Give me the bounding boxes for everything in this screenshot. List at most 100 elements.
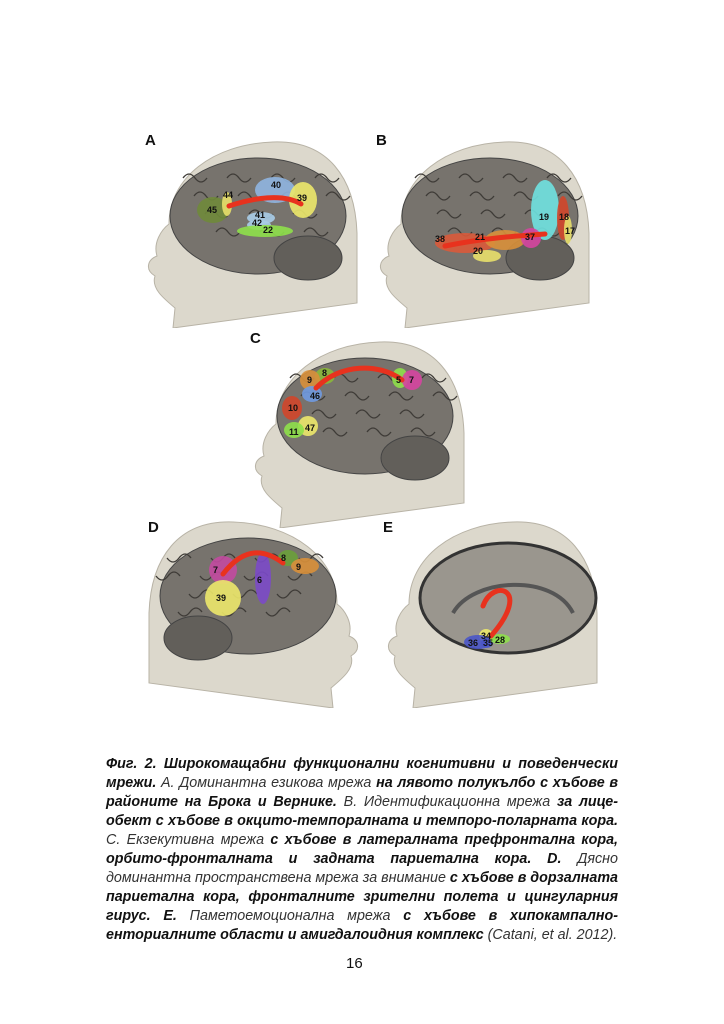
gyrus-line	[399, 409, 425, 419]
brodmann-area-label: 19	[539, 212, 549, 222]
figure-caption: Фиг. 2. Широкомащабни функционални когни…	[106, 755, 618, 945]
caption-segment: с хъбове в хипокампално-енториалните обл…	[106, 908, 618, 944]
gyrus-line	[303, 227, 329, 237]
cortical-region	[282, 396, 302, 420]
cortical-region	[564, 216, 572, 244]
caption-segment: с хъбове в дорзалната париетална кора, ф…	[106, 870, 618, 925]
gyrus-line	[480, 209, 506, 219]
brodmann-area-label: 6	[257, 575, 262, 585]
gyrus-line	[166, 553, 192, 563]
gyrus-line	[557, 191, 583, 201]
cortical-region	[402, 370, 422, 390]
gyrus-line	[311, 409, 337, 419]
gyrus-line	[458, 173, 484, 183]
brodmann-area-label: 28	[495, 635, 505, 645]
brodmann-area-label: 9	[307, 375, 312, 385]
gyrus-line	[322, 427, 348, 437]
brodmann-area-label: 8	[322, 368, 327, 378]
cortical-region	[473, 250, 501, 262]
cortical-region	[255, 552, 271, 604]
brain-figure: 19 18 17 38 21 37 20	[380, 141, 590, 328]
brain-image-face-object-network: 19 18 17 38 21 37 20	[375, 138, 590, 328]
gyrus-line	[410, 427, 436, 437]
cerebellum	[380, 435, 450, 481]
panel-label-c: C	[250, 330, 261, 347]
gyrus-line	[314, 173, 340, 183]
caption-segment: А. Доминантна езикова мрежа	[156, 775, 377, 792]
gyrus-line	[425, 191, 451, 201]
gyrus-line	[388, 391, 414, 401]
caption-segment: Паметоемоционална мрежа	[176, 908, 404, 925]
cortical-region	[291, 558, 319, 574]
gyrus-line	[546, 173, 572, 183]
gyrus-line	[270, 173, 296, 183]
cortical-region	[197, 197, 229, 223]
brodmann-area-label: 47	[305, 423, 315, 433]
brodmann-area-label: 8	[281, 553, 286, 563]
panel-label-a: A	[145, 132, 156, 149]
white-matter-tract	[442, 231, 548, 249]
brodmann-area-label: 39	[216, 593, 226, 603]
gyrus-line	[182, 173, 208, 183]
gyrus-line	[432, 391, 458, 401]
cortical-region	[237, 225, 293, 237]
brain-figure: 7 39 6 89	[148, 521, 358, 708]
brodmann-area-label: 21	[475, 232, 485, 242]
cortical-region	[531, 180, 559, 240]
gyrus-line	[414, 173, 440, 183]
caption-segment: на лявото полукълбо с хъбове в районите …	[106, 775, 618, 811]
brodmann-area-label: 20	[473, 246, 483, 256]
brodmann-area-label: 38	[435, 234, 445, 244]
brodmann-area-label: 45	[207, 205, 217, 215]
gyrus-line	[276, 589, 302, 599]
brodmann-area-label: 18	[559, 212, 569, 222]
gyrus-line	[421, 373, 447, 383]
brodmann-area-label: 44	[223, 190, 233, 200]
brodmann-area-label: 40	[271, 180, 281, 190]
white-matter-tract	[226, 195, 304, 209]
brodmann-area-label: 35	[483, 638, 493, 648]
caption-segment: В. Идентификационна мрежа	[336, 794, 557, 811]
gyrus-line	[355, 409, 381, 419]
white-matter-tract	[220, 550, 286, 577]
panel-label-d: D	[148, 519, 159, 536]
cortical-region	[481, 638, 493, 648]
white-matter-tract	[480, 588, 513, 639]
brodmann-area-label: 41	[255, 210, 265, 220]
white-matter-tract	[313, 365, 405, 391]
brodmann-area-label: 46	[310, 391, 320, 401]
gyrus-line	[177, 607, 203, 617]
gyrus-line	[226, 173, 252, 183]
caption-segment: (Catani, et al. 2012).	[483, 927, 618, 944]
gyrus-line	[436, 209, 462, 219]
caption-segment: С. Екзекутивна мрежа	[106, 832, 271, 849]
gyrus-line	[155, 571, 181, 581]
panel-label-e: E	[383, 519, 394, 536]
brodmann-area-label: 34	[481, 631, 491, 641]
brodmann-area-label: 9	[296, 562, 301, 572]
brodmann-area-label: 39	[297, 193, 307, 203]
gyrus-line	[366, 427, 392, 437]
cerebellum	[273, 235, 343, 281]
gyrus-line	[469, 191, 495, 201]
corpus-callosum	[451, 582, 575, 615]
brodmann-area-label: 5	[396, 375, 401, 385]
gyrus-line	[215, 227, 241, 237]
brodmann-area-label: 17	[565, 226, 575, 236]
caption-segment: за лице-обект с хъбове в окцито-темпорал…	[106, 794, 619, 830]
gyrus-line	[502, 173, 528, 183]
caption-segment: Дясно доминантна пространствена мрежа за…	[106, 851, 618, 887]
cortical-region	[205, 580, 241, 616]
brodmann-area-label: 42	[252, 218, 262, 228]
brodmann-area-label: 7	[213, 565, 218, 575]
cortical-region	[300, 370, 320, 390]
brodmann-area-label: 37	[525, 232, 535, 242]
gyrus-line	[325, 191, 351, 201]
